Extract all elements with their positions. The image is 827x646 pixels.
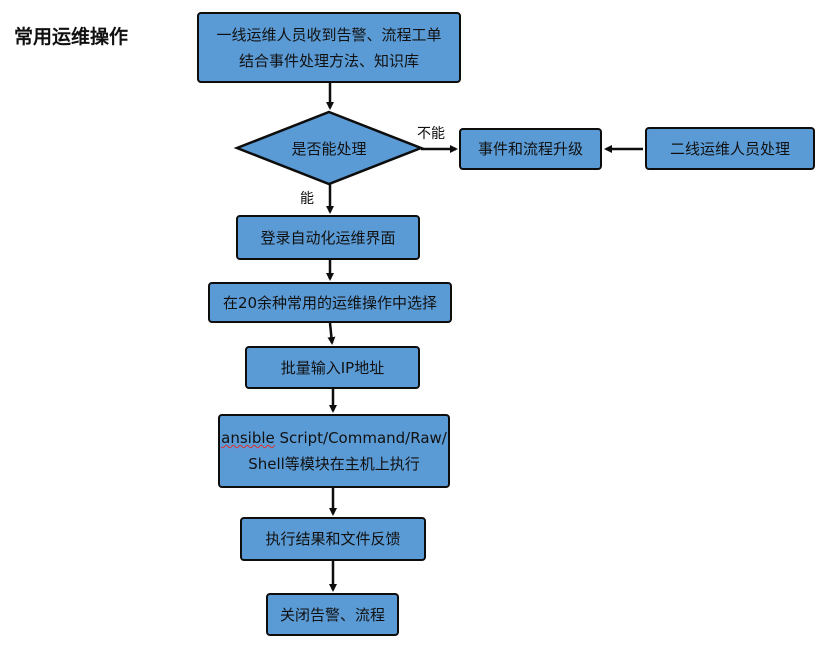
node-close-label: 关闭告警、流程 xyxy=(279,605,385,624)
node-batch-ip: 批量输入IP地址 xyxy=(245,346,420,389)
node-second-line-label: 二线运维人员处理 xyxy=(669,139,790,158)
arrow-choose-to-batch xyxy=(327,322,336,345)
node-can-handle: 是否能处理 xyxy=(237,112,421,184)
node-execute: ansible Script/Command/Raw/ Shell等模块在主机上… xyxy=(218,414,450,488)
node-feedback-label: 执行结果和文件反馈 xyxy=(265,530,401,548)
node-receive-alert-line2: 结合事件处理方法、知识库 xyxy=(238,51,419,70)
node-choose-operation: 在20余种常用的运维操作中选择 xyxy=(208,282,452,323)
edge-label-no: 不能 xyxy=(417,126,445,142)
node-batch-ip-label: 批量输入IP地址 xyxy=(280,358,385,377)
node-close: 关闭告警、流程 xyxy=(266,593,399,636)
node-feedback: 执行结果和文件反馈 xyxy=(240,517,426,561)
node-login: 登录自动化运维界面 xyxy=(236,215,420,260)
node-receive-alert-line1: 一线运维人员收到告警、流程工单 xyxy=(216,25,442,44)
node-escalate: 事件和流程升级 xyxy=(459,128,602,170)
node-execute-line2: Shell等模块在主机上执行 xyxy=(248,455,420,473)
node-execute-line1: ansible Script/Command/Raw/ xyxy=(221,425,447,451)
node-second-line: 二线运维人员处理 xyxy=(645,127,815,170)
edge-label-yes: 能 xyxy=(300,191,314,207)
node-escalate-label: 事件和流程升级 xyxy=(477,140,583,158)
node-receive-alert: 一线运维人员收到告警、流程工单 结合事件处理方法、知识库 xyxy=(197,12,461,83)
node-execute-line1-rest: Script/Command/Raw/ xyxy=(274,429,447,447)
node-can-handle-label: 是否能处理 xyxy=(291,139,367,158)
node-choose-operation-label: 在20余种常用的运维操作中选择 xyxy=(222,293,438,312)
page-title: 常用运维操作 xyxy=(14,26,129,48)
node-execute-line1-word: ansible xyxy=(221,429,275,447)
node-login-label: 登录自动化运维界面 xyxy=(260,228,396,247)
